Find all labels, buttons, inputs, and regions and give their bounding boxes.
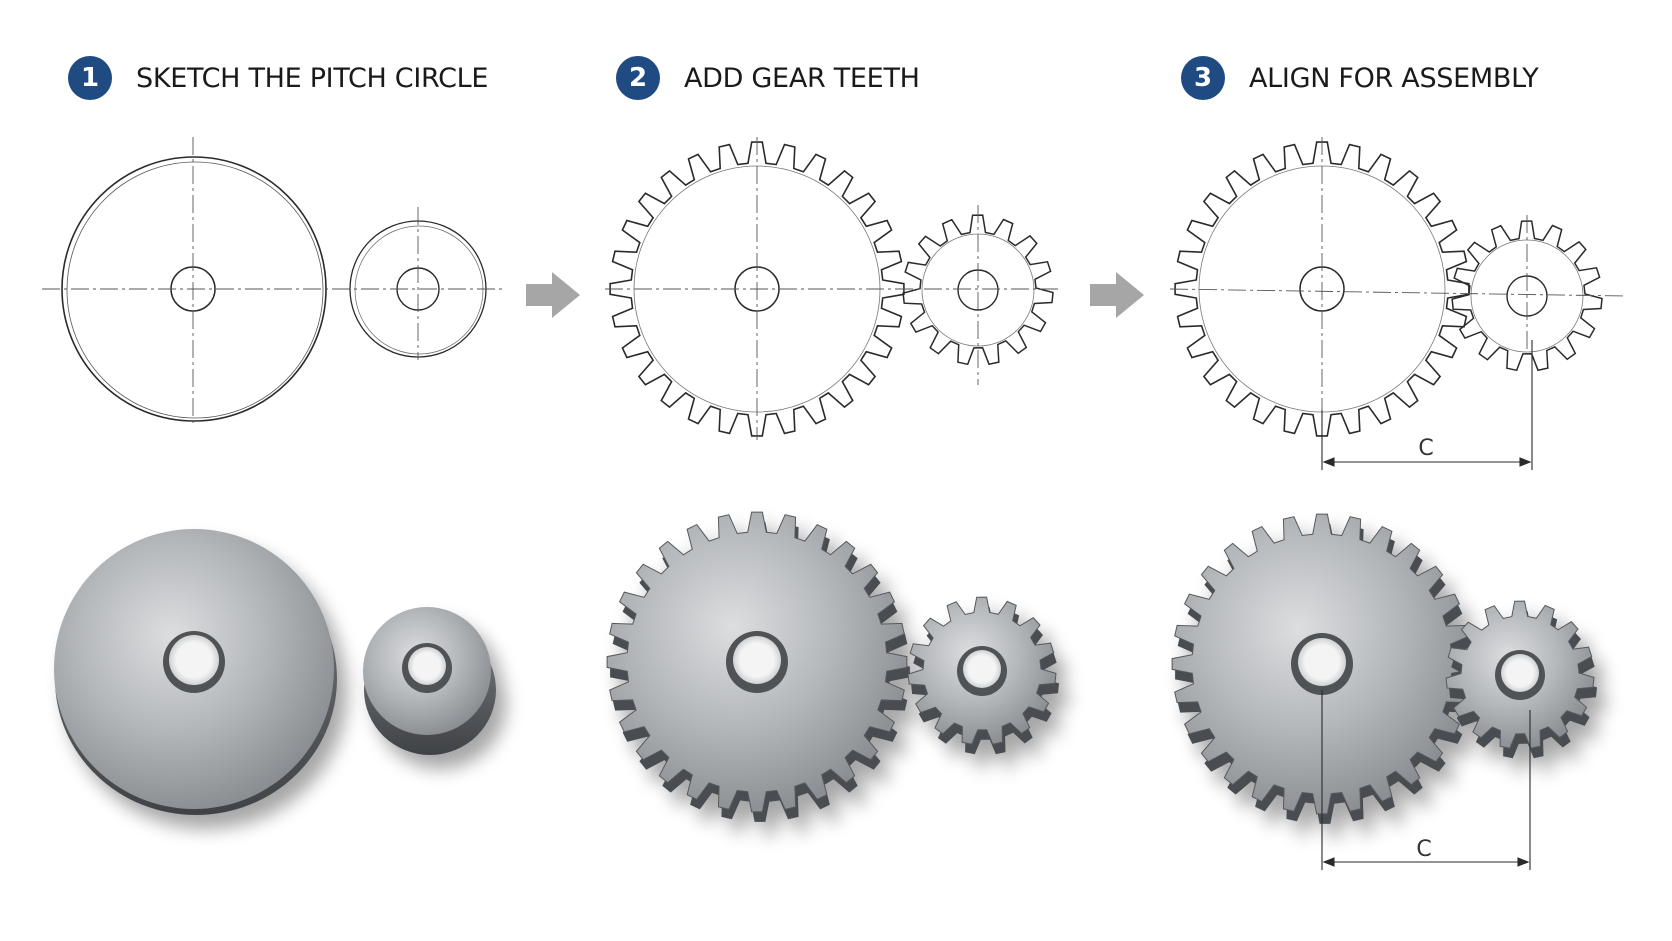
step-1-badge: 1 bbox=[68, 56, 112, 100]
arrow-right-icon bbox=[526, 272, 580, 318]
small-gear-outline bbox=[902, 214, 1054, 366]
step-3-metal bbox=[1171, 513, 1597, 824]
arrow-right-icon bbox=[1090, 272, 1144, 318]
step-1-centerlines bbox=[42, 137, 505, 425]
step-2-badge: 2 bbox=[616, 56, 660, 100]
center-distance-dimension bbox=[1321, 340, 1533, 470]
step-1-metal bbox=[54, 529, 496, 815]
step-1-title: SKETCH THE PITCH CIRCLE bbox=[136, 62, 489, 94]
large-gear-outline bbox=[1174, 141, 1470, 437]
step-2-title: ADD GEAR TEETH bbox=[684, 62, 920, 94]
step-2-sketch bbox=[605, 137, 1060, 440]
small-blank-bore-inner bbox=[408, 647, 446, 685]
large-pitch-circle-guide bbox=[66, 161, 324, 419]
large-gear-outline bbox=[609, 141, 905, 437]
step-3-centerlines bbox=[1169, 137, 1626, 440]
small-gear-outline bbox=[1451, 220, 1603, 372]
step-3-title: ALIGN FOR ASSEMBLY bbox=[1249, 62, 1539, 94]
large-blank-bore-inner bbox=[169, 635, 219, 685]
small-pitch-circle-guide bbox=[354, 225, 484, 355]
step-1-header: 1 SKETCH THE PITCH CIRCLE bbox=[68, 56, 488, 100]
large-metal-gear-bore-inner bbox=[733, 636, 781, 684]
large-metal-gear-bore-inner bbox=[1298, 638, 1346, 686]
step-3-sketch: C bbox=[1169, 137, 1626, 470]
center-distance-label: C bbox=[1418, 436, 1433, 461]
small-metal-gear-bore-inner bbox=[963, 650, 1001, 688]
metal-center-distance-label: C bbox=[1416, 837, 1431, 862]
metal-center-distance-dimension bbox=[1321, 690, 1531, 870]
step-2-centerlines bbox=[605, 137, 1060, 440]
step-3-badge: 3 bbox=[1181, 56, 1225, 100]
step-2-metal bbox=[606, 511, 1059, 822]
small-metal-gear-bore-inner bbox=[1501, 654, 1539, 692]
step-1-sketch bbox=[42, 137, 505, 425]
step-2-header: 2 ADD GEAR TEETH bbox=[616, 56, 920, 100]
step-3-header: 3 ALIGN FOR ASSEMBLY bbox=[1181, 56, 1539, 100]
